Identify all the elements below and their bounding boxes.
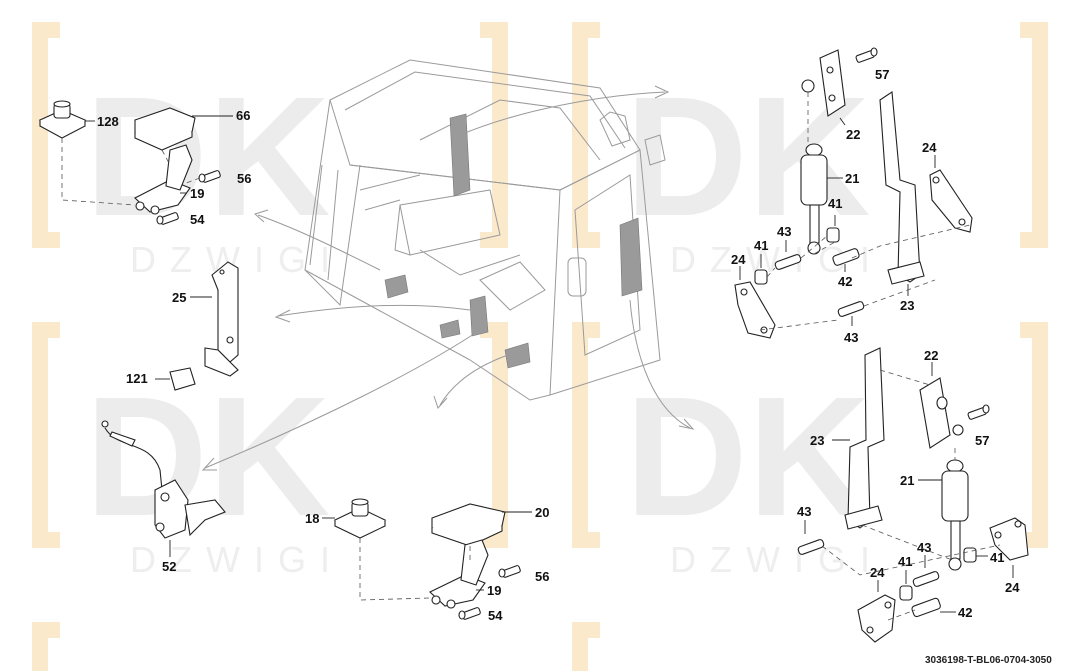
bolt-57b[interactable] (967, 404, 990, 420)
cab-outline (304, 59, 666, 401)
callout-24a: 24 (922, 140, 937, 155)
pin-43a[interactable] (774, 240, 802, 270)
long-arm-23a[interactable] (879, 91, 925, 296)
callout-56a: 56 (237, 171, 251, 186)
bushing-41c[interactable] (963, 547, 988, 563)
callout-18: 18 (305, 511, 319, 526)
mount-highlight-roof (449, 113, 471, 197)
watermark-logo: DK (625, 362, 871, 552)
callout-43b: 43 (844, 330, 858, 345)
bracket-22a[interactable] (801, 49, 846, 126)
callout-43d: 43 (917, 540, 931, 555)
throttle-pedal-52[interactable] (101, 420, 226, 557)
callout-43c: 43 (797, 504, 811, 519)
watermark-text: DZWIGI (670, 539, 884, 580)
mount-18[interactable] (322, 498, 387, 539)
callout-54a: 54 (190, 212, 205, 227)
pointer-arrows (201, 85, 695, 471)
callout-24b: 24 (731, 252, 746, 267)
long-arm-23b[interactable] (832, 347, 885, 530)
callout-57b: 57 (975, 433, 989, 448)
plate-24a[interactable] (929, 155, 973, 233)
watermark-text: DZWIGI (130, 539, 344, 580)
callout-66: 66 (236, 108, 250, 123)
mount-highlight-rear (619, 217, 643, 297)
hinge-19b[interactable] (429, 539, 489, 609)
callout-24d: 24 (1005, 580, 1020, 595)
pin-42b[interactable] (911, 597, 956, 618)
callout-52: 52 (162, 559, 176, 574)
plate-24d[interactable] (857, 580, 896, 643)
callout-41b: 41 (754, 238, 768, 253)
pin-42a[interactable] (832, 248, 860, 272)
callout-19a: 19 (190, 186, 204, 201)
pin-54b[interactable] (458, 607, 481, 620)
hinge-19a[interactable] (134, 144, 193, 215)
plate-24b[interactable] (734, 266, 776, 339)
mount-highlight-front-low (439, 319, 461, 339)
callout-19b: 19 (487, 583, 501, 598)
gas-strut-21a[interactable] (800, 143, 843, 255)
pin-56b[interactable] (498, 565, 521, 578)
callout-41d: 41 (990, 550, 1004, 565)
watermark-logo: DK (85, 362, 331, 552)
callout-43a: 43 (777, 224, 791, 239)
bracket-25[interactable] (190, 261, 239, 377)
callout-22a: 22 (846, 127, 860, 142)
bolt-57a[interactable] (855, 47, 878, 63)
pin-56a[interactable] (198, 170, 221, 183)
callout-24c: 24 (870, 565, 885, 580)
plate-24c[interactable] (989, 517, 1029, 578)
pin-43d[interactable] (912, 555, 940, 587)
watermark: DK DK DK DK DZWIGI DZWIGI DZWIGI DZWIGI (32, 22, 1048, 671)
callout-41a: 41 (828, 196, 842, 211)
callout-23a: 23 (900, 298, 914, 313)
pin-43b[interactable] (837, 301, 865, 326)
callout-121: 121 (126, 371, 148, 386)
pin-43c[interactable] (797, 520, 825, 555)
callout-21a: 21 (845, 171, 859, 186)
bracket-22b[interactable] (919, 362, 964, 449)
plate-121[interactable] (155, 367, 196, 391)
mount-highlight-front-left (384, 274, 409, 299)
callout-42a: 42 (838, 274, 852, 289)
callout-54b: 54 (488, 608, 503, 623)
callout-23b: 23 (810, 433, 824, 448)
bushing-41d[interactable] (899, 570, 913, 601)
callout-56b: 56 (535, 569, 549, 584)
gas-strut-21b[interactable] (918, 459, 969, 571)
mount-highlight-front-center (469, 295, 489, 337)
callout-25: 25 (172, 290, 186, 305)
callout-22b: 22 (924, 348, 938, 363)
pin-54a[interactable] (156, 212, 179, 225)
callout-41c: 41 (898, 554, 912, 569)
callout-128: 128 (97, 114, 119, 129)
callout-57a: 57 (875, 67, 889, 82)
callout-21b: 21 (900, 473, 914, 488)
drawing-code: 3036198-T-BL06-0704-3050 (925, 655, 1052, 666)
watermark-logo: DK (85, 62, 331, 252)
bushing-41a[interactable] (826, 215, 840, 243)
callout-42b: 42 (958, 605, 972, 620)
callout-20: 20 (535, 505, 549, 520)
mount-highlight-floor (504, 342, 531, 369)
